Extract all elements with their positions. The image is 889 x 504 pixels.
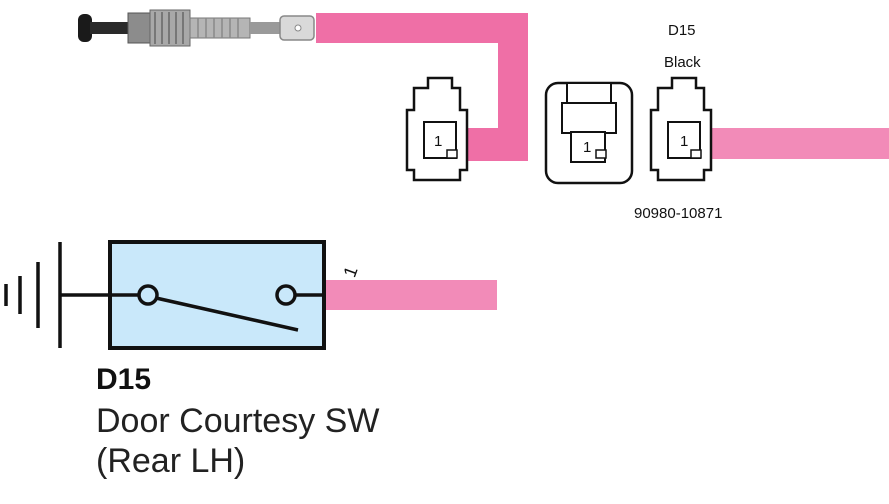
connector-icon: [544, 81, 634, 185]
connector-part-number: 90980-10871: [634, 205, 723, 222]
connector-code: D15: [668, 22, 696, 39]
connector-icon: [405, 76, 469, 182]
ground-symbol-icon: [4, 242, 110, 348]
switch-body: [108, 240, 326, 350]
connector-1-pin-label: 1: [434, 133, 442, 150]
connector-3-pin-label: 1: [680, 133, 688, 150]
component-location: (Rear LH): [96, 442, 246, 480]
schematic-pin-label: 1: [340, 264, 362, 280]
connector-color: Black: [664, 54, 701, 71]
component-code: D15: [96, 363, 152, 396]
door-switch-plunger-icon: [78, 9, 315, 47]
connector-icon: [649, 76, 713, 182]
schematic-wire: [326, 280, 497, 310]
connector-2-pin-label: 1: [583, 139, 591, 156]
component-name: Door Courtesy SW: [96, 402, 380, 440]
